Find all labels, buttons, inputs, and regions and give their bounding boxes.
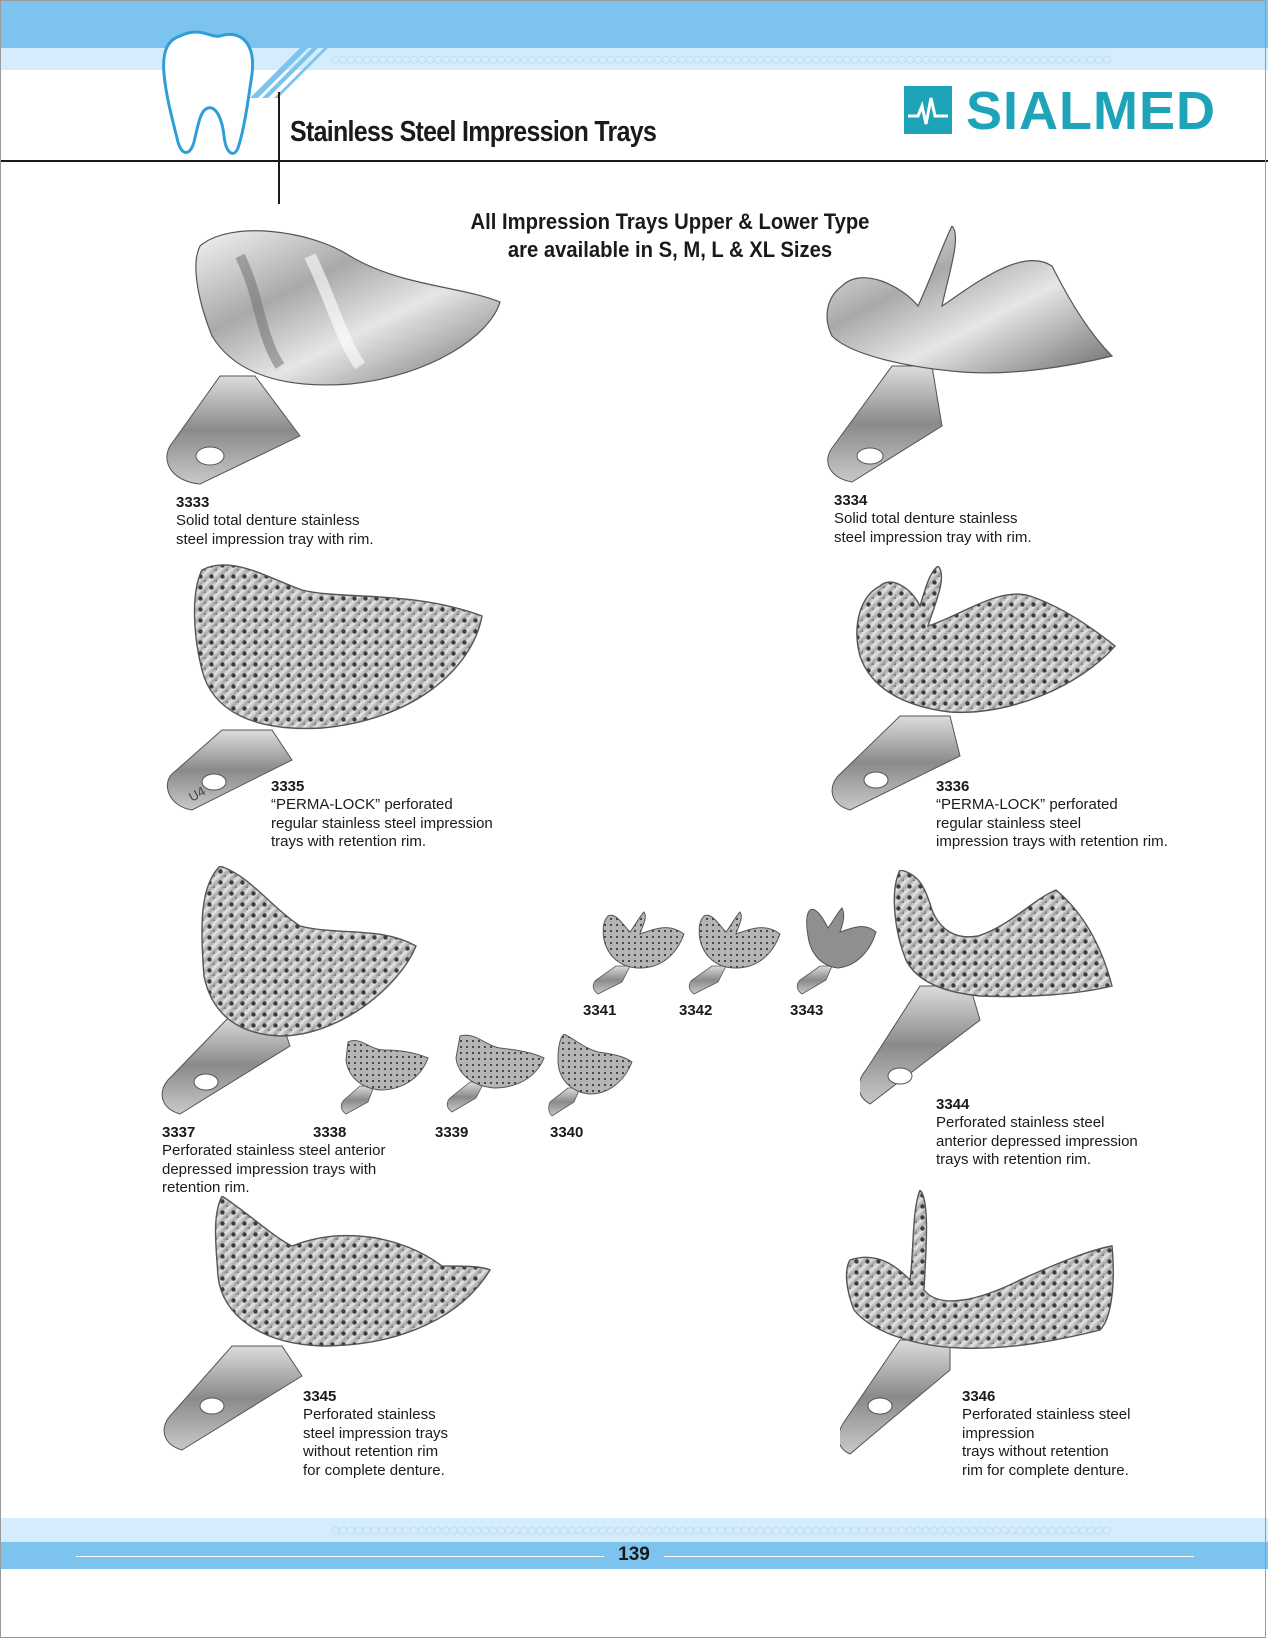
product-desc-line: depressed impression trays with	[162, 1160, 377, 1178]
product-desc-line: trays without retention	[962, 1443, 1109, 1460]
tray-3340-image	[548, 1034, 633, 1117]
tray-3334-image	[826, 226, 1114, 483]
product-desc-3345: Perforated stainless steel impression tr…	[303, 1406, 448, 1480]
product-desc-line: “PERMA-LOCK” perforated	[936, 796, 1118, 813]
product-desc-line: “PERMA-LOCK” perforated	[271, 796, 453, 813]
bottom-scallop-pattern: ○○○○○○○○○○○○○○○○○○○○○○○○○○○○○○○○○○○○○○○○…	[330, 1520, 1112, 1540]
product-desc-line: regular stainless steel impression	[271, 814, 493, 832]
product-desc-3334: Solid total denture stainless steel impr…	[834, 510, 1032, 547]
tray-3342-image	[688, 911, 781, 995]
product-desc-3346: Perforated stainless steel impression tr…	[962, 1406, 1130, 1480]
tray-3333-image	[166, 230, 501, 485]
tray-3341-image	[592, 911, 685, 995]
product-code-3341: 3341	[583, 1002, 617, 1019]
product-desc-line: steel impression trays	[303, 1424, 449, 1442]
product-code-3346: 3346	[962, 1388, 996, 1405]
product-desc-3336: “PERMA-LOCK” perforated regular stainles…	[936, 796, 1168, 852]
bottom-strip	[0, 1518, 1268, 1542]
tray-3335-image: U4	[167, 564, 483, 811]
product-desc-3335: “PERMA-LOCK” perforated regular stainles…	[271, 796, 493, 852]
product-code-3335: 3335	[271, 778, 305, 795]
product-code-3343: 3343	[790, 1002, 824, 1019]
tray-3346-image	[840, 1190, 1114, 1455]
product-desc-line: impression	[962, 1424, 1035, 1442]
product-code-3345: 3345	[303, 1388, 337, 1405]
tray-3337-image	[161, 866, 417, 1115]
product-code-3334: 3334	[834, 492, 868, 509]
tray-3344-image	[860, 870, 1113, 1105]
product-code-3342: 3342	[679, 1002, 713, 1019]
tray-3339-image	[446, 1034, 545, 1113]
top-scallop-pattern: ○○○○○○○○○○○○○○○○○○○○○○○○○○○○○○○○○○○○○○○○…	[330, 49, 1112, 69]
product-desc-line: anterior depressed impression	[936, 1132, 1138, 1150]
top-strip	[0, 48, 1268, 70]
product-code-3344: 3344	[936, 1096, 970, 1113]
page-title: Stainless Steel Impression Trays	[290, 116, 657, 148]
product-code-3337: 3337	[162, 1124, 196, 1141]
product-desc-line: rim for complete denture.	[962, 1461, 1129, 1479]
tooth-icon	[162, 30, 255, 155]
sizes-note-line-2: are available in S, M, L & XL Sizes	[507, 237, 833, 262]
product-code-3339: 3339	[435, 1124, 469, 1141]
product-desc-line: Perforated stainless steel anterior	[162, 1142, 386, 1159]
tray-3336-image	[831, 566, 1117, 811]
handle-mark-u4: U4	[186, 783, 208, 804]
sizes-note-line-1: All Impression Trays Upper & Lower Type	[470, 209, 870, 234]
tray-3343-image	[796, 907, 877, 995]
product-desc-line: for complete denture.	[303, 1461, 445, 1479]
product-desc-line: retention rim.	[162, 1179, 250, 1196]
brand-logo: SIALMED	[904, 81, 1244, 142]
product-desc-line: trays with retention rim.	[271, 833, 427, 850]
product-desc-line: steel impression tray with rim.	[176, 530, 374, 548]
page-number: 139	[604, 1542, 664, 1568]
product-desc-line: trays with retention rim.	[936, 1151, 1092, 1168]
product-desc-line: steel impression tray with rim.	[834, 528, 1032, 546]
product-desc-line: Solid total denture stainless	[176, 512, 360, 529]
product-desc-line: impression trays with retention rim.	[936, 833, 1168, 850]
product-desc-line: Perforated stainless steel	[962, 1406, 1131, 1423]
heartbeat-icon	[904, 86, 952, 134]
product-desc-line: Perforated stainless steel	[936, 1114, 1105, 1131]
product-desc-3344: Perforated stainless steel anterior depr…	[936, 1114, 1138, 1170]
product-code-3338: 3338	[313, 1124, 347, 1141]
product-desc-line: Perforated stainless	[303, 1406, 436, 1423]
product-code-3333: 3333	[176, 494, 210, 511]
product-code-3336: 3336	[936, 778, 970, 795]
tray-3345-image	[163, 1196, 491, 1451]
sizes-note: All Impression Trays Upper & Lower Type …	[449, 208, 891, 264]
header-rule	[0, 160, 1268, 162]
blue-stripes-decoration	[250, 48, 328, 98]
brand-name: SIALMED	[966, 81, 1216, 141]
product-desc-3337: Perforated stainless steel anterior depr…	[162, 1142, 385, 1198]
product-desc-line: regular stainless steel	[936, 814, 1082, 832]
product-code-3340: 3340	[550, 1124, 584, 1141]
product-desc-3333: Solid total denture stainless steel impr…	[176, 512, 374, 549]
header-vertical-rule	[278, 92, 280, 204]
product-desc-line: Solid total denture stainless	[834, 510, 1018, 527]
product-desc-line: without retention rim	[303, 1443, 439, 1460]
tray-3338-image	[340, 1040, 429, 1115]
